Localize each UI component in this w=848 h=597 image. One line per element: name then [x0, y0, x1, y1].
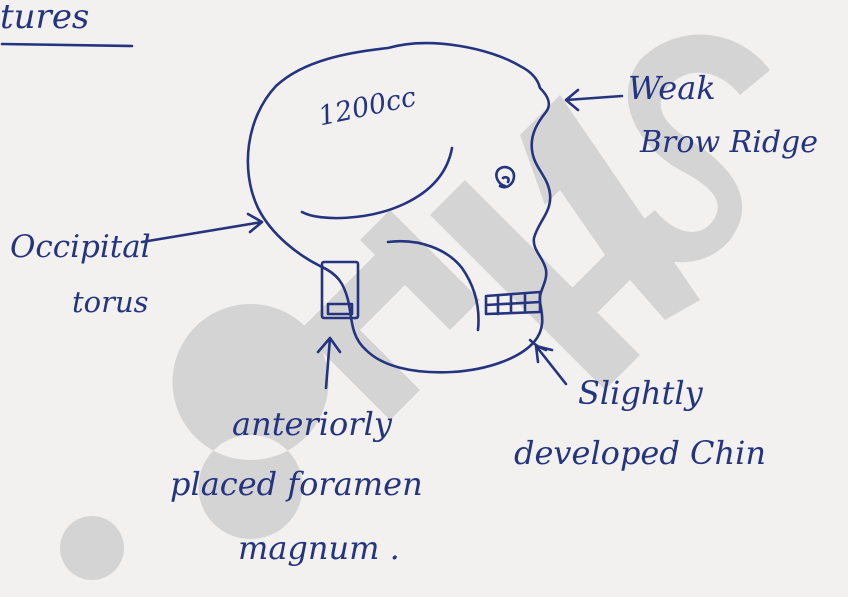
arrow-brow [566, 90, 622, 110]
brow-ridge-label-line-1: Weak [628, 72, 716, 104]
foramen-magnum-label-line-1: anteriorly [232, 408, 392, 440]
heading-fragment: tures [0, 0, 89, 34]
foramen-magnum-label-line-3: magnum . [238, 532, 400, 564]
occipital-torus-label-line-2: torus [72, 288, 149, 317]
teeth [486, 292, 540, 314]
foramen-magnum-label-line-2: placed foramen [170, 468, 423, 500]
occipital-torus-label-line-1: Occipital [10, 232, 151, 263]
arrow-chin [536, 346, 566, 384]
jaw-line [388, 241, 478, 330]
arrow-foramen [318, 338, 340, 388]
cranial-curve [302, 148, 452, 218]
chin-label-line-1: Slightly [578, 377, 703, 409]
arrow-occipital [142, 214, 262, 242]
chin-label-line-2: developed Chin [514, 437, 766, 469]
eye-pupil [503, 177, 509, 182]
brow-ridge-label-line-2: Brow Ridge [640, 128, 818, 158]
heading-underline [2, 44, 132, 46]
